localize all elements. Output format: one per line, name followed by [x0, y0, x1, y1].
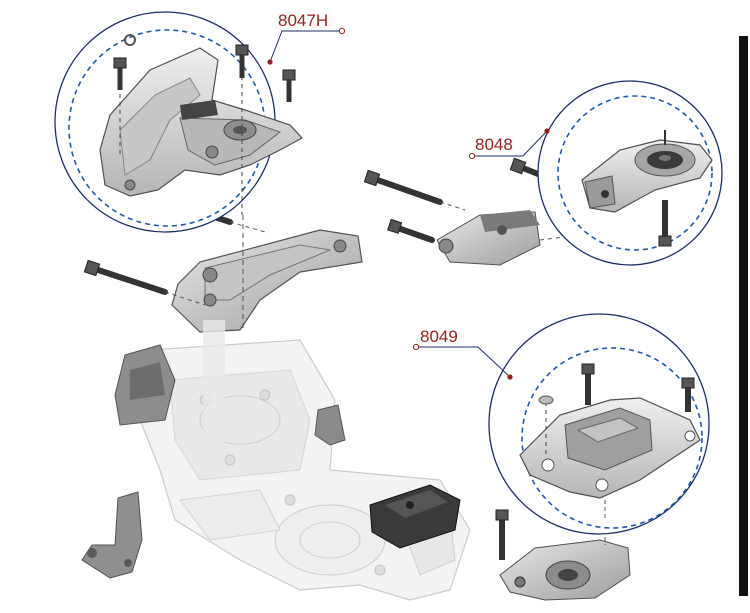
gearbox-left-bracket-face: [130, 362, 165, 400]
callout-8048-label: 8048: [475, 135, 513, 154]
callout-8049: 8049: [412, 327, 513, 380]
callout-8047h: 8047H: [267, 11, 346, 65]
lower-right-mount: [495, 509, 631, 601]
transmission-body: [139, 339, 471, 601]
edge-bar: [739, 36, 748, 596]
callout-8049-label: 8049: [420, 327, 458, 346]
alignment-guide: [203, 320, 225, 460]
callout-8048: 8048: [468, 128, 550, 160]
callout-8047h-label: 8047H: [278, 11, 328, 30]
gearbox-rubber-mount: [369, 484, 461, 549]
circle-8048: [537, 80, 723, 266]
gearbox-right-bracket: [314, 404, 346, 446]
middle-mount: [363, 169, 581, 266]
circle-8049: [488, 313, 710, 535]
circle-8047h: [54, 11, 303, 233]
lower-left-bracket: [81, 491, 143, 579]
bolt-upper-left: [83, 259, 206, 306]
upper-mount-bracket: [171, 229, 363, 333]
